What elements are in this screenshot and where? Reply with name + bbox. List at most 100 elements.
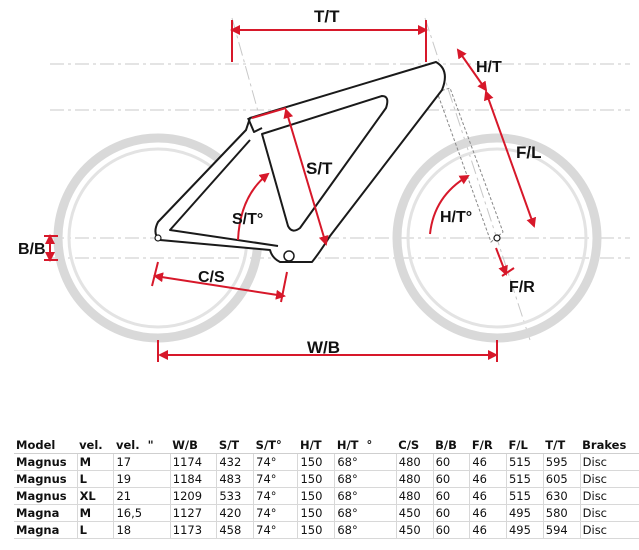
table-cell: 150 <box>297 470 335 488</box>
table-cell: 68° <box>334 470 397 488</box>
table-cell: 580 <box>542 504 581 522</box>
table-header-cell: S/T° <box>253 436 298 454</box>
table-cell: 68° <box>334 504 397 522</box>
table-cell: Disc <box>579 453 639 471</box>
angle-arc-st <box>237 172 270 241</box>
table-cell: 74° <box>253 470 298 488</box>
table-header-cell: W/B <box>170 436 217 454</box>
table-header-cell: S/T <box>216 436 254 454</box>
table-cell: L <box>76 521 114 539</box>
table-cell: 60 <box>432 521 470 539</box>
table-header-cell: Brakes <box>580 436 639 454</box>
table-cell: 595 <box>542 453 581 471</box>
label-ht: H/T <box>476 59 502 76</box>
table-header-cell: B/B <box>433 436 470 454</box>
bike-geometry-diagram: T/T H/T S/T F/L S/T° H/T° B/B C/S F/R W/… <box>18 7 630 362</box>
table-cell: 450 <box>395 521 434 539</box>
table-cell: L <box>76 470 114 488</box>
table-cell: 60 <box>432 487 470 505</box>
table-header-cell: F/R <box>469 436 507 454</box>
table-cell: 46 <box>469 470 507 488</box>
table-header-cell: Model <box>14 436 78 454</box>
table-cell: Magnus <box>14 487 78 505</box>
dim-tick-fr <box>501 267 515 277</box>
dim-line-fl <box>483 90 537 228</box>
label-cs: C/S <box>198 269 225 286</box>
table-header-cell: F/L <box>506 436 544 454</box>
table-cell: 74° <box>253 453 298 471</box>
table-cell: Disc <box>579 521 639 539</box>
table-cell: Magnus <box>14 453 78 471</box>
dim-line-cs <box>153 272 286 300</box>
table-cell: 1184 <box>169 470 217 488</box>
table-cell: 605 <box>542 470 581 488</box>
dim-tick-cs-left <box>151 261 159 287</box>
fork-outline <box>436 87 504 243</box>
table-cell: 60 <box>432 470 470 488</box>
rear-axle <box>154 234 162 242</box>
label-fl: F/L <box>516 143 542 162</box>
table-cell: 150 <box>297 521 335 539</box>
table-cell: 46 <box>469 487 507 505</box>
label-st: S/T <box>306 159 333 178</box>
table-header-cell: H/T <box>297 436 335 454</box>
table-cell: 68° <box>334 521 397 539</box>
table-cell: 480 <box>395 470 434 488</box>
table-cell: 150 <box>297 487 335 505</box>
label-wb: W/B <box>307 338 340 357</box>
table-cell: 515 <box>505 470 544 488</box>
table-cell: 68° <box>334 487 397 505</box>
table-cell: Magnus <box>14 470 78 488</box>
table-header-cell: vel. " <box>113 436 171 454</box>
table-cell: 495 <box>505 504 544 522</box>
table-cell: 1209 <box>169 487 217 505</box>
table-cell: Magna <box>14 504 78 522</box>
table-cell: 515 <box>505 453 544 471</box>
table-cell: Magna <box>14 521 78 539</box>
dim-line-fr <box>495 247 508 276</box>
label-fr: F/R <box>509 279 535 296</box>
front-axle <box>493 234 501 242</box>
label-st-angle: S/T° <box>232 211 263 228</box>
table-cell: 46 <box>469 453 507 471</box>
seat-collar <box>247 117 263 133</box>
dim-tick-st <box>251 107 287 119</box>
table-header-cell: vel. <box>77 436 114 454</box>
table-cell: 46 <box>469 521 507 539</box>
table-cell: 483 <box>216 470 254 488</box>
table-cell: 480 <box>395 487 434 505</box>
frame-inner-rear <box>169 139 279 247</box>
table-cell: 533 <box>216 487 254 505</box>
table-cell: 1173 <box>169 521 217 539</box>
bottom-bracket <box>283 250 295 262</box>
table-cell: 74° <box>253 521 298 539</box>
dimension-lines <box>44 20 537 362</box>
table-cell: Disc <box>579 470 639 488</box>
table-cell: Disc <box>579 487 639 505</box>
table-cell: 60 <box>432 504 470 522</box>
table-cell: 150 <box>297 453 335 471</box>
table-cell: 46 <box>469 504 507 522</box>
table-cell: 74° <box>253 487 298 505</box>
table-cell: 515 <box>505 487 544 505</box>
table-cell: 480 <box>395 453 434 471</box>
table-cell: M <box>76 504 114 522</box>
table-cell: 1127 <box>169 504 217 522</box>
angle-arc-ht <box>429 174 470 235</box>
table-cell: 17 <box>113 453 171 471</box>
table-cell: 16,5 <box>113 504 171 522</box>
table-cell: 495 <box>505 521 544 539</box>
table-cell: 18 <box>113 521 171 539</box>
label-ht-angle: H/T° <box>440 209 472 226</box>
table-cell: 1174 <box>169 453 217 471</box>
table-header-cell: C/S <box>396 436 434 454</box>
table-cell: 420 <box>216 504 254 522</box>
table-cell: 594 <box>542 521 581 539</box>
table-header-cell: H/T ° <box>334 436 397 454</box>
table-cell: 74° <box>253 504 298 522</box>
